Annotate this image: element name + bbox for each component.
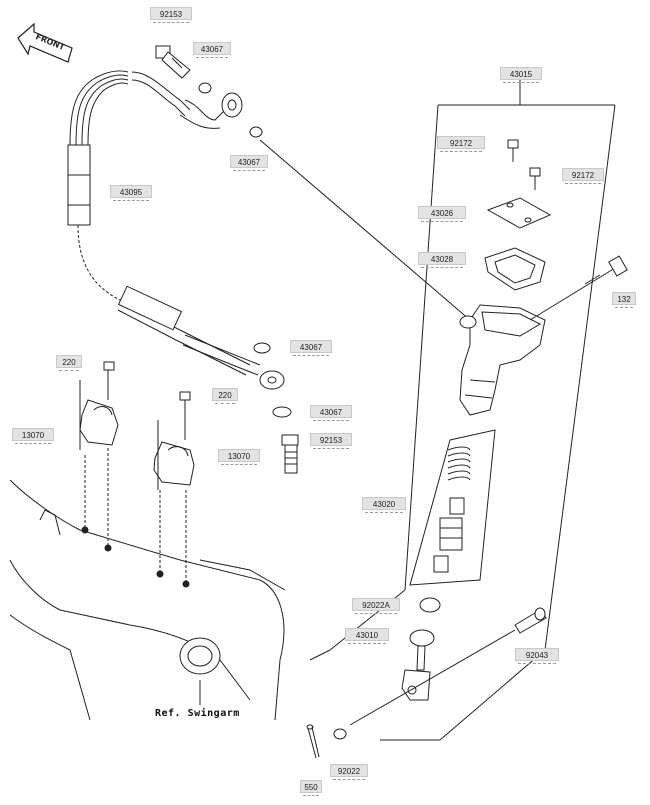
- part-label-43067-a: 43067: [193, 42, 231, 58]
- part-label-92172-b: 92172: [562, 168, 604, 184]
- part-label-92153-lower: 92153: [310, 433, 352, 449]
- upper-banjo-fitting: [131, 71, 263, 138]
- part-label-43067-d: 43067: [310, 405, 352, 421]
- swingarm-outline: [9, 479, 286, 721]
- diaphragm: [484, 247, 546, 291]
- brake-hose-upper: [67, 70, 129, 301]
- part-label-43015: 43015: [500, 67, 542, 83]
- washer-92022: [333, 728, 347, 740]
- bolt-132: [529, 255, 628, 321]
- part-label-43067-b: 43067: [230, 155, 268, 171]
- cap-screws: [507, 139, 541, 190]
- assembly-43015-outline: [309, 80, 616, 741]
- part-label-220-a: 220: [56, 355, 82, 371]
- part-label-43010: 43010: [345, 628, 389, 644]
- part-label-92172-a: 92172: [437, 136, 485, 152]
- master-cylinder-body: [459, 304, 546, 416]
- part-label-92043: 92043: [515, 648, 559, 664]
- part-label-13070-b: 13070: [218, 449, 260, 465]
- cotter-pin-550: [306, 724, 320, 759]
- front-arrow-icon: FRONT: [17, 22, 73, 63]
- part-label-43020: 43020: [362, 497, 406, 513]
- part-label-220-b: 220: [212, 388, 238, 404]
- part-label-92153-top: 92153: [150, 7, 192, 23]
- part-label-43067-c: 43067: [290, 340, 332, 356]
- push-rod-assembly: [401, 629, 435, 701]
- circlip: [419, 597, 441, 613]
- part-label-43028: 43028: [418, 252, 466, 268]
- leader-line: [259, 139, 471, 321]
- part-label-132: 132: [612, 292, 636, 308]
- clamp-13070-right: [153, 391, 195, 582]
- part-label-13070-a: 13070: [12, 428, 54, 444]
- banjo-bolt-top: [155, 45, 191, 79]
- clevis-pin-92043: [349, 607, 547, 726]
- clamp-13070-left: [79, 361, 119, 545]
- part-label-92022: 92022: [330, 764, 368, 780]
- part-label-43026: 43026: [418, 206, 466, 222]
- part-label-43095: 43095: [110, 185, 152, 201]
- banjo-bolt-lower: [281, 434, 299, 474]
- piston-kit: [409, 429, 496, 586]
- brake-hose-lower: [117, 285, 292, 418]
- part-label-92022A: 92022A: [352, 598, 400, 614]
- swingarm-reference-note: Ref. Swingarm: [155, 708, 240, 719]
- part-label-550: 550: [300, 780, 322, 796]
- reservoir-cap: [486, 197, 552, 229]
